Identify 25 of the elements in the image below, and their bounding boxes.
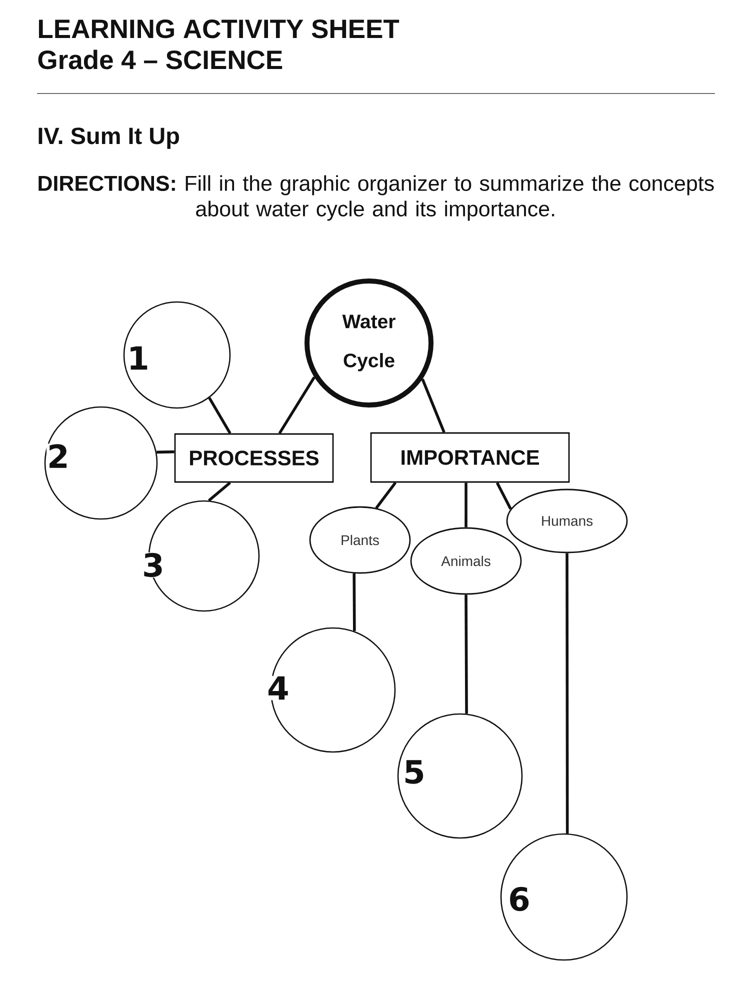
oval: Plants [309,506,411,574]
connector-line [566,553,569,834]
sheet-title: LEARNING ACTIVITY SHEET [38,20,400,38]
connector-line [464,594,468,714]
connector-line [208,397,232,434]
circle-number: 4 [266,676,290,700]
connector-line [278,376,316,434]
circle-number: 5 [402,760,426,784]
directions-text: DIRECTIONS: Fill in the graphic organizer to summarize the concepts about water cycle and its importance. [38,175,714,221]
circle-number: 1 [126,346,150,370]
circle-number: 6 [508,886,531,912]
subtitle: Grade 4 – SCIENCE [38,50,282,70]
circle-number: 2 [46,444,70,468]
category-box: IMPORTANCE [370,432,570,483]
connector-line [375,482,397,509]
circle-number: 3 [142,552,165,578]
oval: Humans [506,488,628,554]
oval: Animals [410,527,522,595]
section-heading: IV. Sum It Up [38,128,179,149]
connector-line [496,482,512,510]
connector-line [421,378,446,433]
connector-line [156,450,174,454]
category-box: PROCESSES [174,433,334,483]
connector-line [464,482,468,528]
connector-line [352,573,356,632]
